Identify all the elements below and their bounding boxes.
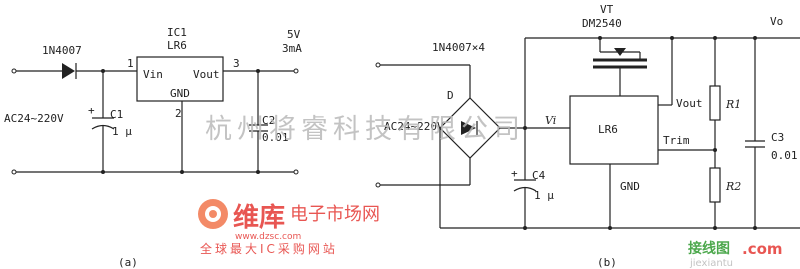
c2-value-label: 0.01 [262, 131, 289, 144]
r1-label: R1 [725, 98, 741, 111]
caption-a: (a) [118, 256, 138, 269]
node-b-gnd-ic [608, 226, 612, 230]
c1-plus-sign: + [88, 104, 95, 117]
output-current-label: 3mA [282, 42, 302, 55]
site-url-watermark: jiexiantu [689, 258, 733, 269]
pin1-label: 1 [127, 57, 134, 70]
bridge-label: 1N4007×4 [432, 41, 485, 54]
transistor-part-label: DM2540 [582, 17, 622, 30]
node-b-trim [713, 148, 717, 152]
node-b-gnd-c4 [523, 226, 527, 230]
c1-value-label: 1 μ [112, 125, 132, 138]
brand-logo-icon [198, 199, 228, 229]
terminal-a-in-top [11, 68, 17, 74]
company-watermark: 杭州将睿科技有限公司 [205, 114, 525, 145]
watermarks: 杭州将睿科技有限公司 维库 电子市场网 www.dzsc.com 全球最大IC采… [198, 114, 783, 269]
bridge-ref-label: D [447, 89, 454, 102]
mosfet-arrow [614, 48, 626, 56]
c2-ref-label: C2 [262, 114, 275, 127]
brand-sub-watermark: 电子市场网 [290, 204, 380, 225]
vi-label: Vi [545, 114, 556, 127]
ic1-vin-label: Vin [143, 68, 163, 81]
ic1-name-label: LR6 [167, 39, 187, 52]
site-cn-watermark: 接线图 [688, 240, 730, 257]
ic1-gnd-label: GND [170, 87, 190, 100]
output-voltage-label: 5V [287, 28, 301, 41]
lr6-gnd-label: GND [620, 180, 640, 193]
ic1-ref-label: IC1 [167, 26, 187, 39]
caption-b: (b) [597, 256, 617, 269]
node-b-c3 [753, 36, 757, 40]
node-b-drain [598, 36, 602, 40]
ic1-vout-label: Vout [193, 68, 220, 81]
lr6-name-label: LR6 [598, 123, 618, 136]
r2-label: R2 [725, 180, 741, 193]
brand-slogan-watermark: 全球最大IC采购网站 [200, 241, 338, 256]
pin2-label: 2 [175, 107, 182, 120]
diode-a-label: 1N4007 [42, 44, 82, 57]
c1-ref-label: C1 [110, 108, 123, 121]
c4-ref-label: C4 [532, 169, 546, 182]
transistor-ref-label: VT [600, 3, 614, 16]
terminal-a-gnd-out [293, 169, 299, 175]
node-b-gnd-c3 [753, 226, 757, 230]
vo-label: Vo [770, 15, 783, 28]
r1-body [709, 85, 721, 121]
c4-plus-sign: + [511, 167, 518, 180]
r2-body [709, 167, 721, 203]
brand-url-watermark: www.dzsc.com [235, 232, 301, 242]
circuit-b: + [375, 3, 800, 269]
bridge-diode-body [461, 121, 476, 135]
input-a-label: AC24~220V [4, 112, 64, 125]
terminal-a-out [293, 68, 299, 74]
c3-value-label: 0.01 [771, 149, 798, 162]
lr6-box [569, 95, 659, 165]
c3-ref-label: C3 [771, 131, 784, 144]
ic1-box [136, 56, 224, 102]
c4-value-label: 1 μ [534, 189, 554, 202]
lr6-trim-label: Trim [663, 134, 690, 147]
site-com-watermark: .com [742, 240, 783, 258]
diode-a-body [62, 63, 75, 79]
pin3-label: 3 [233, 57, 240, 70]
lr6-vout-label: Vout [676, 97, 703, 110]
terminal-b-ac-bottom [375, 182, 381, 188]
input-b-label: AC24~220V [384, 120, 444, 133]
terminal-a-in-bottom [11, 169, 17, 175]
circuit-a: + 1N4007 IC1 LR6 Vin Vout GND 1 2 3 AC24… [4, 26, 302, 269]
node-b-r1 [713, 36, 717, 40]
node-b-gnd-r2 [713, 226, 717, 230]
terminal-b-ac-top [375, 62, 381, 68]
brand-cn-watermark: 维库 [233, 202, 285, 233]
node-b-vout [670, 36, 674, 40]
